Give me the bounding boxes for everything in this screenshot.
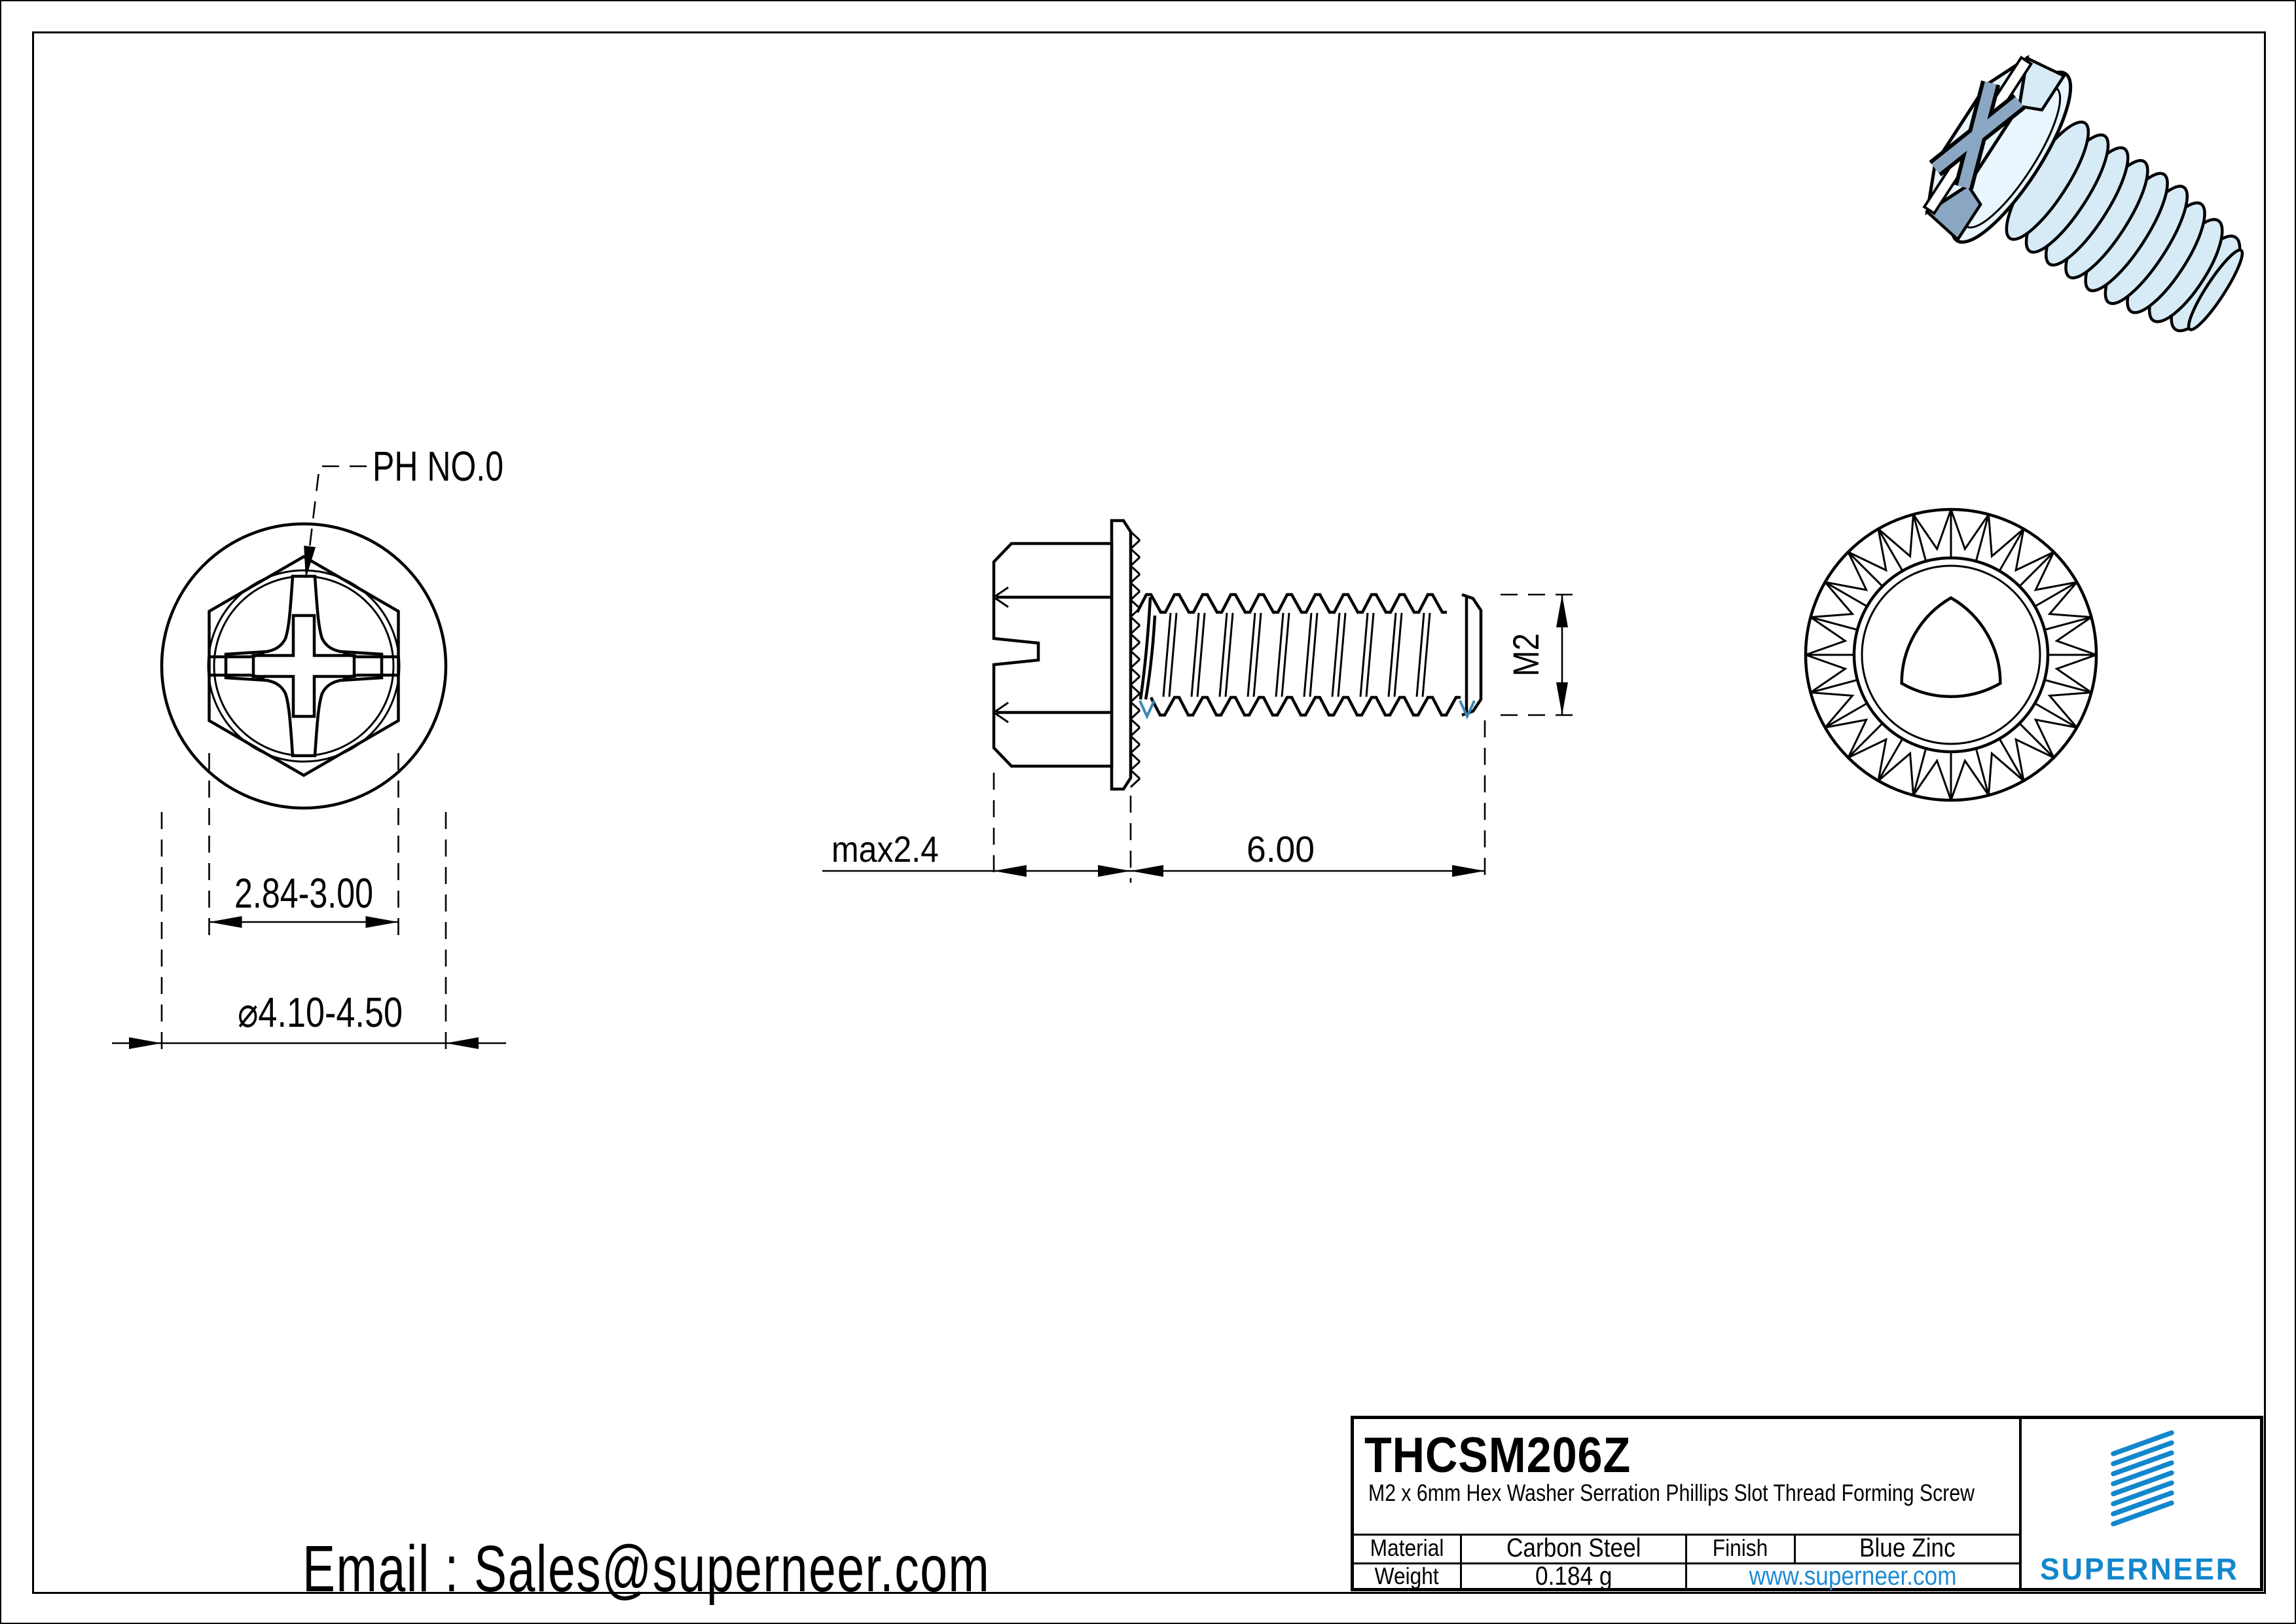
thread-runout-curve — [1139, 597, 1157, 700]
head-chamfer-circle-inner — [213, 575, 395, 757]
phillips-3d — [1929, 80, 2026, 190]
dimension-arrowheads — [129, 545, 1568, 1049]
thread-profile — [1136, 593, 1461, 717]
thread-end-face — [1461, 593, 1483, 717]
part-description: M2 x 6mm Hex Washer Serration Phillips S… — [1368, 1479, 1975, 1506]
trilobular-shank-section — [1900, 596, 2002, 699]
website-link[interactable]: www.superneer.com — [1749, 1561, 1957, 1591]
washer-bottom-view — [1804, 507, 2098, 802]
washer-serration-hatch — [1129, 530, 1141, 788]
hex-corner-marks — [993, 586, 1009, 724]
screw-tip-3d — [2187, 248, 2244, 331]
title-block-divider — [1685, 1534, 1687, 1588]
contact-email-text: Email : Sales@superneer.com — [302, 1532, 991, 1606]
material-value-cell: Carbon Steel — [1506, 1533, 1641, 1562]
title-block-divider — [1794, 1534, 1796, 1564]
washer-serrations — [1805, 509, 2097, 801]
screw-side-view: M2 max2.4 6.00 — [822, 519, 1576, 883]
hex-outline — [208, 555, 400, 777]
screw-3d-preview — [1922, 54, 2244, 333]
phillips-recess-outline — [224, 574, 384, 758]
finish-label-cell: Finish — [1713, 1534, 1768, 1561]
across-flats-dimension: 2.84-3.00 — [234, 870, 373, 917]
finish-value-cell: Blue Zinc — [1859, 1533, 1956, 1562]
thread-coils-3d — [2005, 120, 2242, 333]
material-label-cell: Material — [1370, 1534, 1444, 1561]
thread-runout-mark — [1139, 700, 1156, 720]
drawing-frame-border — [32, 31, 2266, 1594]
brand-name: SUPERNEER — [2040, 1552, 2239, 1586]
hex-head-side-outline — [992, 542, 1114, 768]
title-block-divider — [2019, 1419, 2022, 1588]
washer-inner-ring-2 — [1861, 564, 2041, 745]
thread-runout-mark — [1459, 700, 1476, 720]
head-height-dimension: max2.4 — [831, 828, 939, 870]
washer-outline-circle — [160, 522, 448, 810]
part-number: THCSM206Z — [1364, 1428, 1631, 1483]
phillips-size-label: PH NO.0 — [373, 443, 503, 490]
washer-side-outline — [1110, 519, 1133, 791]
slot-recess-lines — [210, 652, 397, 680]
weight-value-cell: 0.184 g — [1535, 1561, 1613, 1591]
weight-label-cell: Weight — [1374, 1562, 1440, 1589]
head-diameter-dimension: ⌀4.10-4.50 — [238, 989, 403, 1036]
head-chamfer-circle-outer — [207, 569, 401, 763]
thread-length-dimension: 6.00 — [1247, 828, 1315, 870]
washer-inner-ring — [1852, 556, 2050, 754]
ph-leader-line — [306, 465, 367, 569]
thread-size-dimension: M2 — [1505, 633, 1546, 676]
title-block-divider — [1460, 1534, 1462, 1588]
brand-logo-stripes — [2111, 1430, 2174, 1526]
head-top-view: PH NO.0 2.84-3.00 ⌀4.10-4.50 — [112, 443, 506, 1060]
phillips-cross-slot — [251, 614, 356, 718]
title-block: THCSM206Z M2 x 6mm Hex Washer Serration … — [1351, 1416, 2263, 1591]
